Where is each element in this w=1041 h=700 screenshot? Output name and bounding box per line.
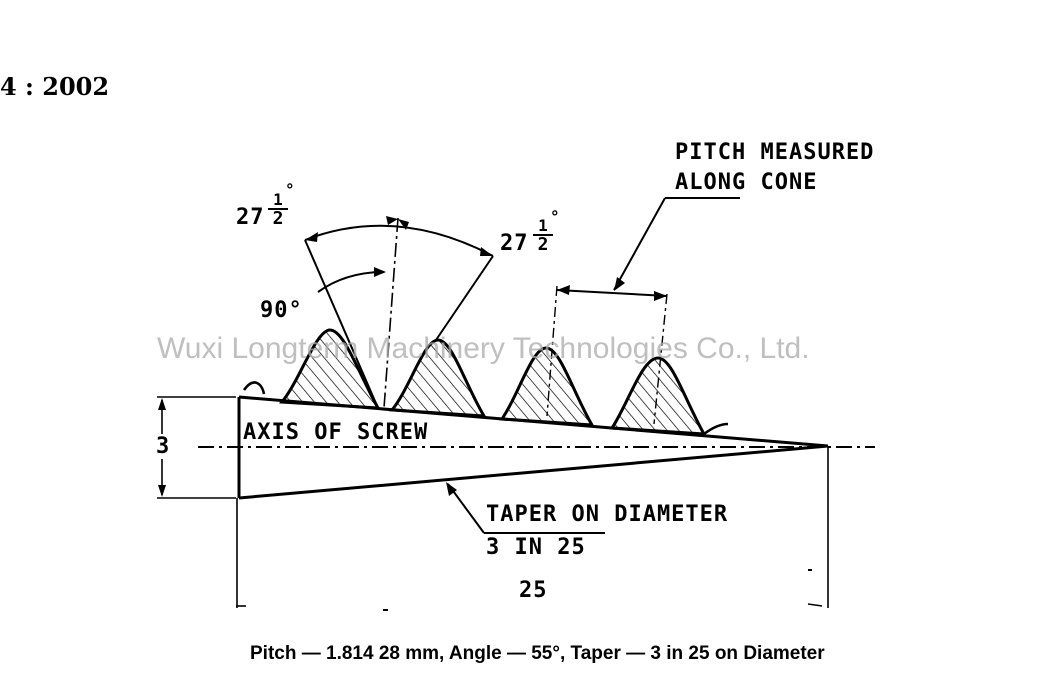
pitch-leader [613, 197, 666, 291]
half-angle-arc [304, 224, 494, 257]
right-angle-label: 90° [260, 298, 303, 323]
axis-of-screw-label: AXIS OF SCREW [243, 420, 429, 445]
thread-start [242, 381, 266, 395]
company-watermark: Wuxi Longterm Machinery Technologies Co.… [157, 332, 810, 365]
thread-tooth-2 [388, 338, 487, 418]
thread-tooth-4 [609, 356, 707, 436]
cone-upper-edge [238, 395, 829, 448]
length-dimension-label: 25 [519, 578, 548, 603]
thread-tooth-3 [499, 346, 595, 427]
thread-runout [703, 422, 729, 436]
half-angle-right-whole: 27 [500, 231, 529, 256]
half-angle-right-degree: ° [550, 207, 561, 226]
standard-reference: 4 : 2002 [0, 72, 110, 101]
pitch-note-line-1: PITCH MEASURED [675, 140, 875, 165]
half-angle-left-whole: 27 [236, 205, 265, 230]
half-angle-left-fraction: 1 2 [268, 192, 288, 228]
thread-tooth-1 [278, 328, 381, 410]
flank-line-left [304, 239, 379, 409]
taper-note-line-2: 3 IN 25 [486, 535, 586, 560]
pitch-note-line-2: ALONG CONE [675, 170, 818, 195]
pitch-dimension-line [556, 289, 668, 297]
flank-line-right [435, 255, 494, 341]
half-angle-left-degree: ° [285, 180, 296, 199]
diameter-dimension-label: 3 [155, 434, 172, 459]
half-angle-right-fraction: 1 2 [533, 218, 553, 254]
taper-note-line-1: TAPER ON DIAMETER [486, 502, 729, 527]
tooth-center-line [383, 217, 399, 409]
cone-lower-edge [238, 444, 829, 500]
figure-caption: Pitch — 1.814 28 mm, Angle — 55°, Taper … [250, 643, 825, 664]
